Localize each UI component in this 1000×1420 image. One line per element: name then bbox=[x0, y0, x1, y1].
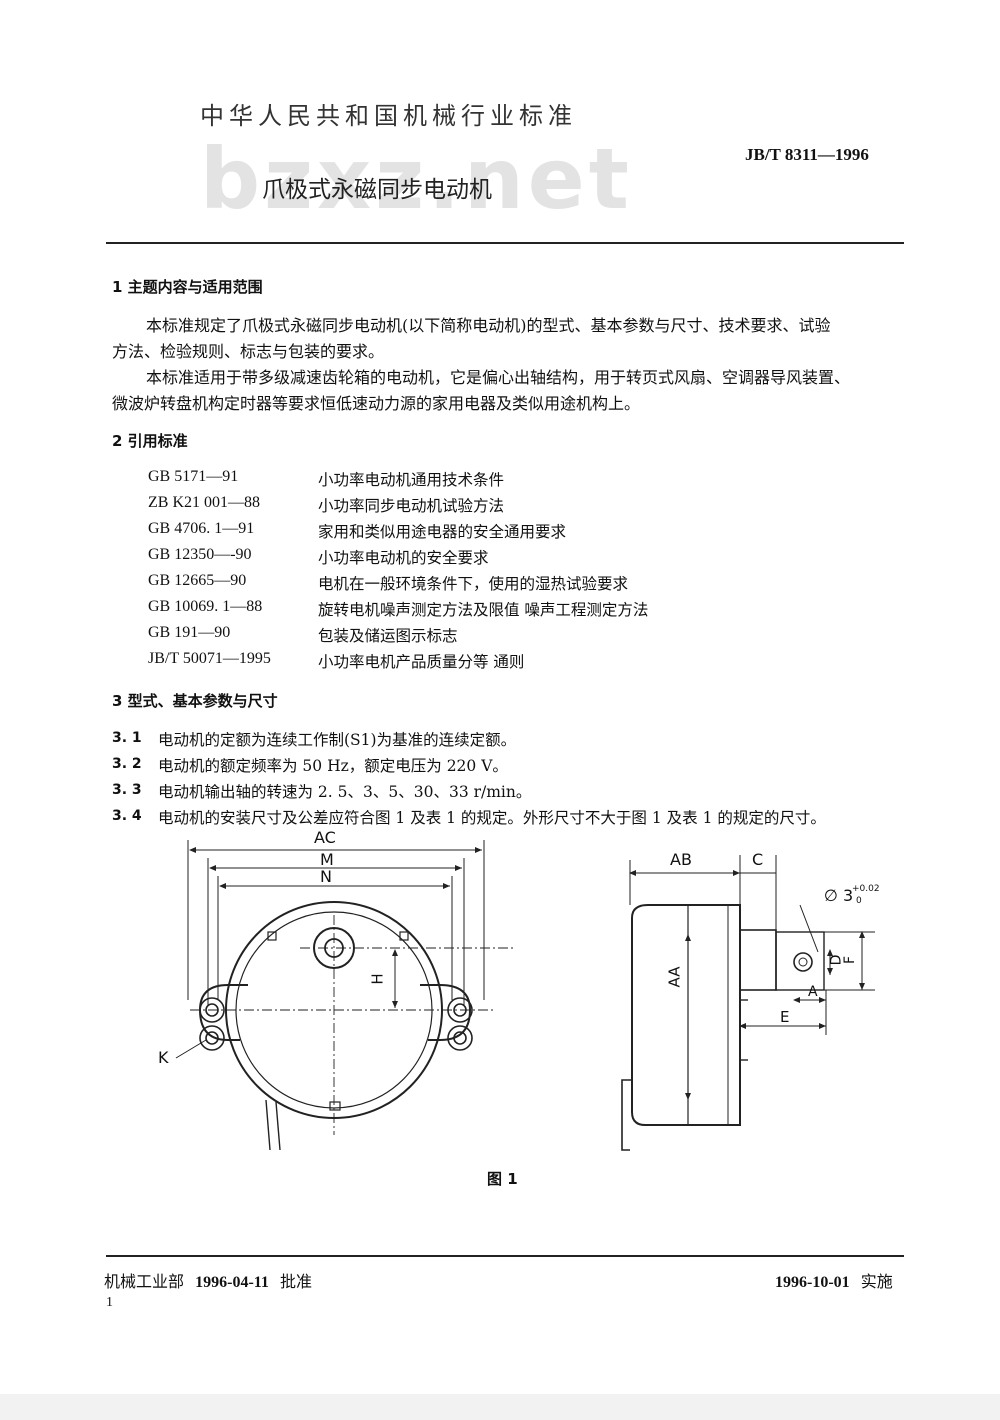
footer-approval: 机械工业部 1996-04-11 批准 bbox=[104, 1268, 312, 1292]
clause-number: 3. 3 bbox=[112, 782, 142, 798]
approver: 机械工业部 bbox=[104, 1272, 185, 1291]
clause-text: 电动机的定额为连续工作制(S1)为基准的连续定额。 bbox=[158, 731, 517, 749]
page-number: 1 bbox=[106, 1295, 113, 1310]
section1-title: 1 主题内容与适用范围 bbox=[112, 278, 263, 296]
ref-title: 旋转电机噪声测定方法及限值 噪声工程测定方法 bbox=[318, 601, 649, 619]
shaft-tolerance-upper: +0.02 bbox=[852, 884, 880, 894]
watermark: bzxz.net bbox=[200, 130, 633, 228]
ref-code: GB 12350—-90 bbox=[148, 546, 252, 563]
section3-title: 3 型式、基本参数与尺寸 bbox=[112, 692, 278, 710]
dim-label-h: H bbox=[368, 973, 387, 985]
shaft-tolerance-lower: 0 bbox=[856, 896, 862, 906]
clause-number: 3. 4 bbox=[112, 808, 142, 824]
ref-title: 包装及储运图示标志 bbox=[318, 627, 458, 645]
ref-title: 小功率电机产品质量分等 通则 bbox=[318, 653, 525, 671]
dim-label-n: N bbox=[320, 867, 332, 886]
ref-code: JB/T 50071—1995 bbox=[148, 650, 271, 667]
dim-label-e: E bbox=[780, 1008, 790, 1026]
ref-title: 小功率电动机通用技术条件 bbox=[318, 471, 505, 489]
dim-label-f: F bbox=[842, 955, 859, 965]
approve-word: 批准 bbox=[279, 1272, 312, 1291]
dim-label-m: M bbox=[320, 850, 334, 869]
ref-code: ZB K21 001—88 bbox=[148, 494, 260, 511]
figure1-drawing bbox=[175, 840, 875, 1151]
ref-code: GB 5171—91 bbox=[148, 468, 239, 485]
clause-text: 电动机的安装尺寸及公差应符合图 1 及表 1 的规定。外形尺寸不大于图 1 及表… bbox=[158, 809, 826, 827]
ref-title: 电机在一般环境条件下，使用的湿热试验要求 bbox=[318, 575, 629, 593]
impl-date: 1996-10-01 bbox=[775, 1274, 850, 1291]
clause-number: 3. 1 bbox=[112, 730, 142, 746]
footer-implementation: 1996-10-01 实施 bbox=[775, 1268, 893, 1292]
doc-title: 爪极式永磁同步电动机 bbox=[262, 177, 492, 203]
section1-para2-line2: 微波炉转盘机构定时器等要求恒低速动力源的家用电器及类似用途机构上。 bbox=[112, 394, 641, 413]
page-bottom-band bbox=[0, 1394, 1000, 1420]
dim-label-aa: AA bbox=[665, 966, 684, 988]
standard-number: JB/T 8311—1996 bbox=[745, 145, 869, 164]
clause-text: 电动机的额定频率为 50 Hz，额定电压为 220 V。 bbox=[158, 757, 508, 775]
clause-number: 3. 2 bbox=[112, 756, 142, 772]
section2-title: 2 引用标准 bbox=[112, 432, 188, 450]
ref-code: GB 191—90 bbox=[148, 624, 231, 641]
dim-label-c: C bbox=[752, 850, 764, 869]
dim-label-ac: AC bbox=[314, 828, 336, 847]
header-rule bbox=[106, 242, 904, 244]
ref-code: GB 10069. 1—88 bbox=[148, 598, 263, 615]
dim-label-k: K bbox=[158, 1048, 169, 1067]
ref-code: GB 4706. 1—91 bbox=[148, 520, 255, 537]
ref-title: 家用和类似用途电器的安全通用要求 bbox=[318, 523, 567, 541]
ref-code: GB 12665—90 bbox=[148, 572, 247, 589]
section1-para1-line2: 方法、检验规则、标志与包装的要求。 bbox=[112, 342, 385, 361]
footer-rule bbox=[106, 1255, 904, 1257]
dim-label-ab: AB bbox=[670, 850, 692, 869]
ref-title: 小功率同步电动机试验方法 bbox=[318, 497, 505, 515]
clause-text: 电动机输出轴的转速为 2. 5、3、5、30、33 r/min。 bbox=[158, 783, 532, 801]
impl-word: 实施 bbox=[860, 1272, 893, 1291]
ref-title: 小功率电动机的安全要求 bbox=[318, 549, 489, 567]
section1-para2-line1: 本标准适用于带多级减速齿轮箱的电动机，它是偏心出轴结构，用于转页式风扇、空调器导… bbox=[146, 368, 851, 387]
standard-org-title: 中华人民共和国机械行业标准 bbox=[200, 102, 577, 130]
dim-label-a: A bbox=[808, 984, 818, 1000]
figure-caption: 图 1 bbox=[487, 1170, 518, 1188]
shaft-diameter-label: ∅ 3 bbox=[824, 886, 854, 905]
section1-para1-line1: 本标准规定了爪极式永磁同步电动机(以下简称电动机)的型式、基本参数与尺寸、技术要… bbox=[146, 316, 831, 335]
approve-date: 1996-04-11 bbox=[195, 1274, 269, 1291]
